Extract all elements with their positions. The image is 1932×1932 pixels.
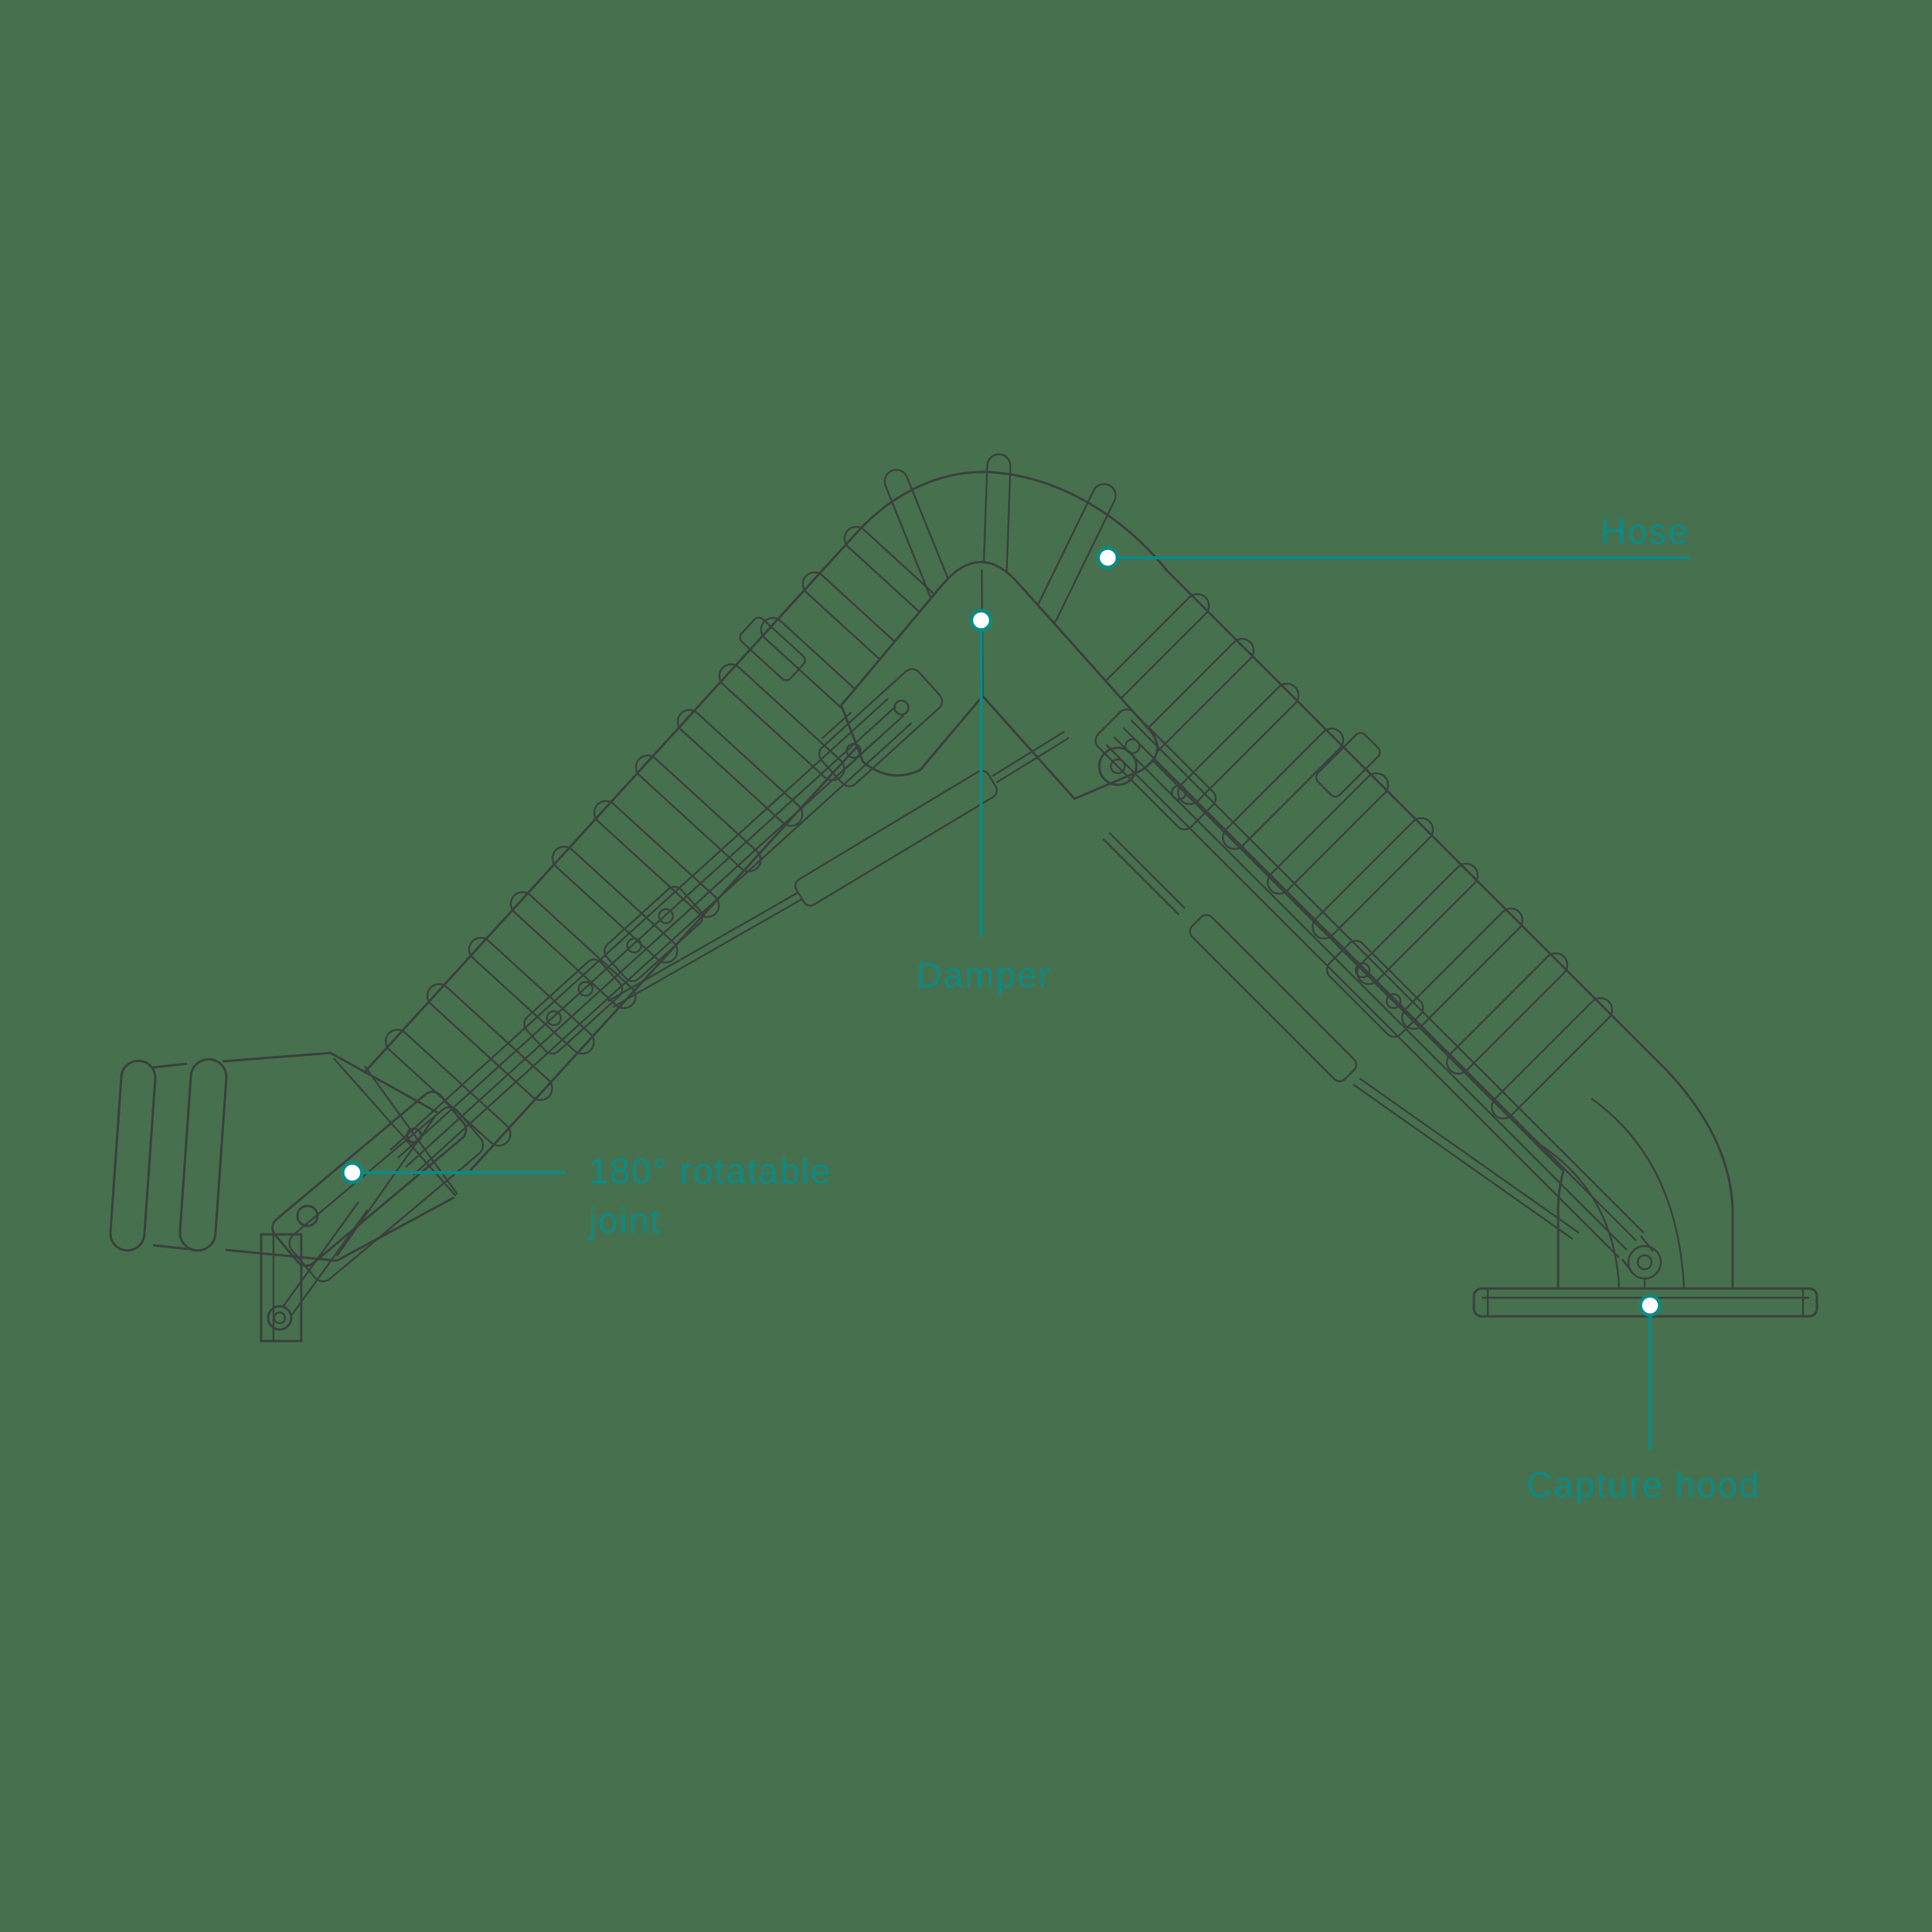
marker-dot-capture-hood [1638, 1294, 1662, 1317]
hose-left-leg [362, 525, 970, 1172]
annotation-damper: Damper [916, 609, 1052, 995]
label-hose: Hose [1601, 511, 1689, 552]
hose-clips [739, 616, 1381, 798]
hose-ribs-right [1087, 593, 1614, 1120]
support-arm-left [389, 667, 943, 1176]
damper-elbow [821, 561, 1159, 800]
label-damper: Damper [916, 955, 1052, 995]
marker-dot-hose [1096, 546, 1119, 569]
gas-spring-left [607, 730, 1070, 1009]
wall-duct [109, 1051, 458, 1262]
annotation-capture-hood: Capture hood [1526, 1294, 1761, 1505]
marker-dot-rotatable-joint [341, 1161, 364, 1184]
marker-dot-damper [969, 609, 993, 632]
rotatable-joint-assembly [260, 1090, 484, 1343]
annotation-hose: Hose [1096, 511, 1689, 569]
hose-ribs-left [385, 525, 970, 1147]
support-arm-right [1095, 708, 1662, 1289]
hood-elbow [1535, 1068, 1734, 1289]
extraction-arm-illustration [109, 453, 1818, 1343]
label-capture-hood: Capture hood [1526, 1465, 1761, 1505]
hose-right-leg [1064, 569, 1667, 1173]
gas-spring-right [1102, 832, 1580, 1240]
